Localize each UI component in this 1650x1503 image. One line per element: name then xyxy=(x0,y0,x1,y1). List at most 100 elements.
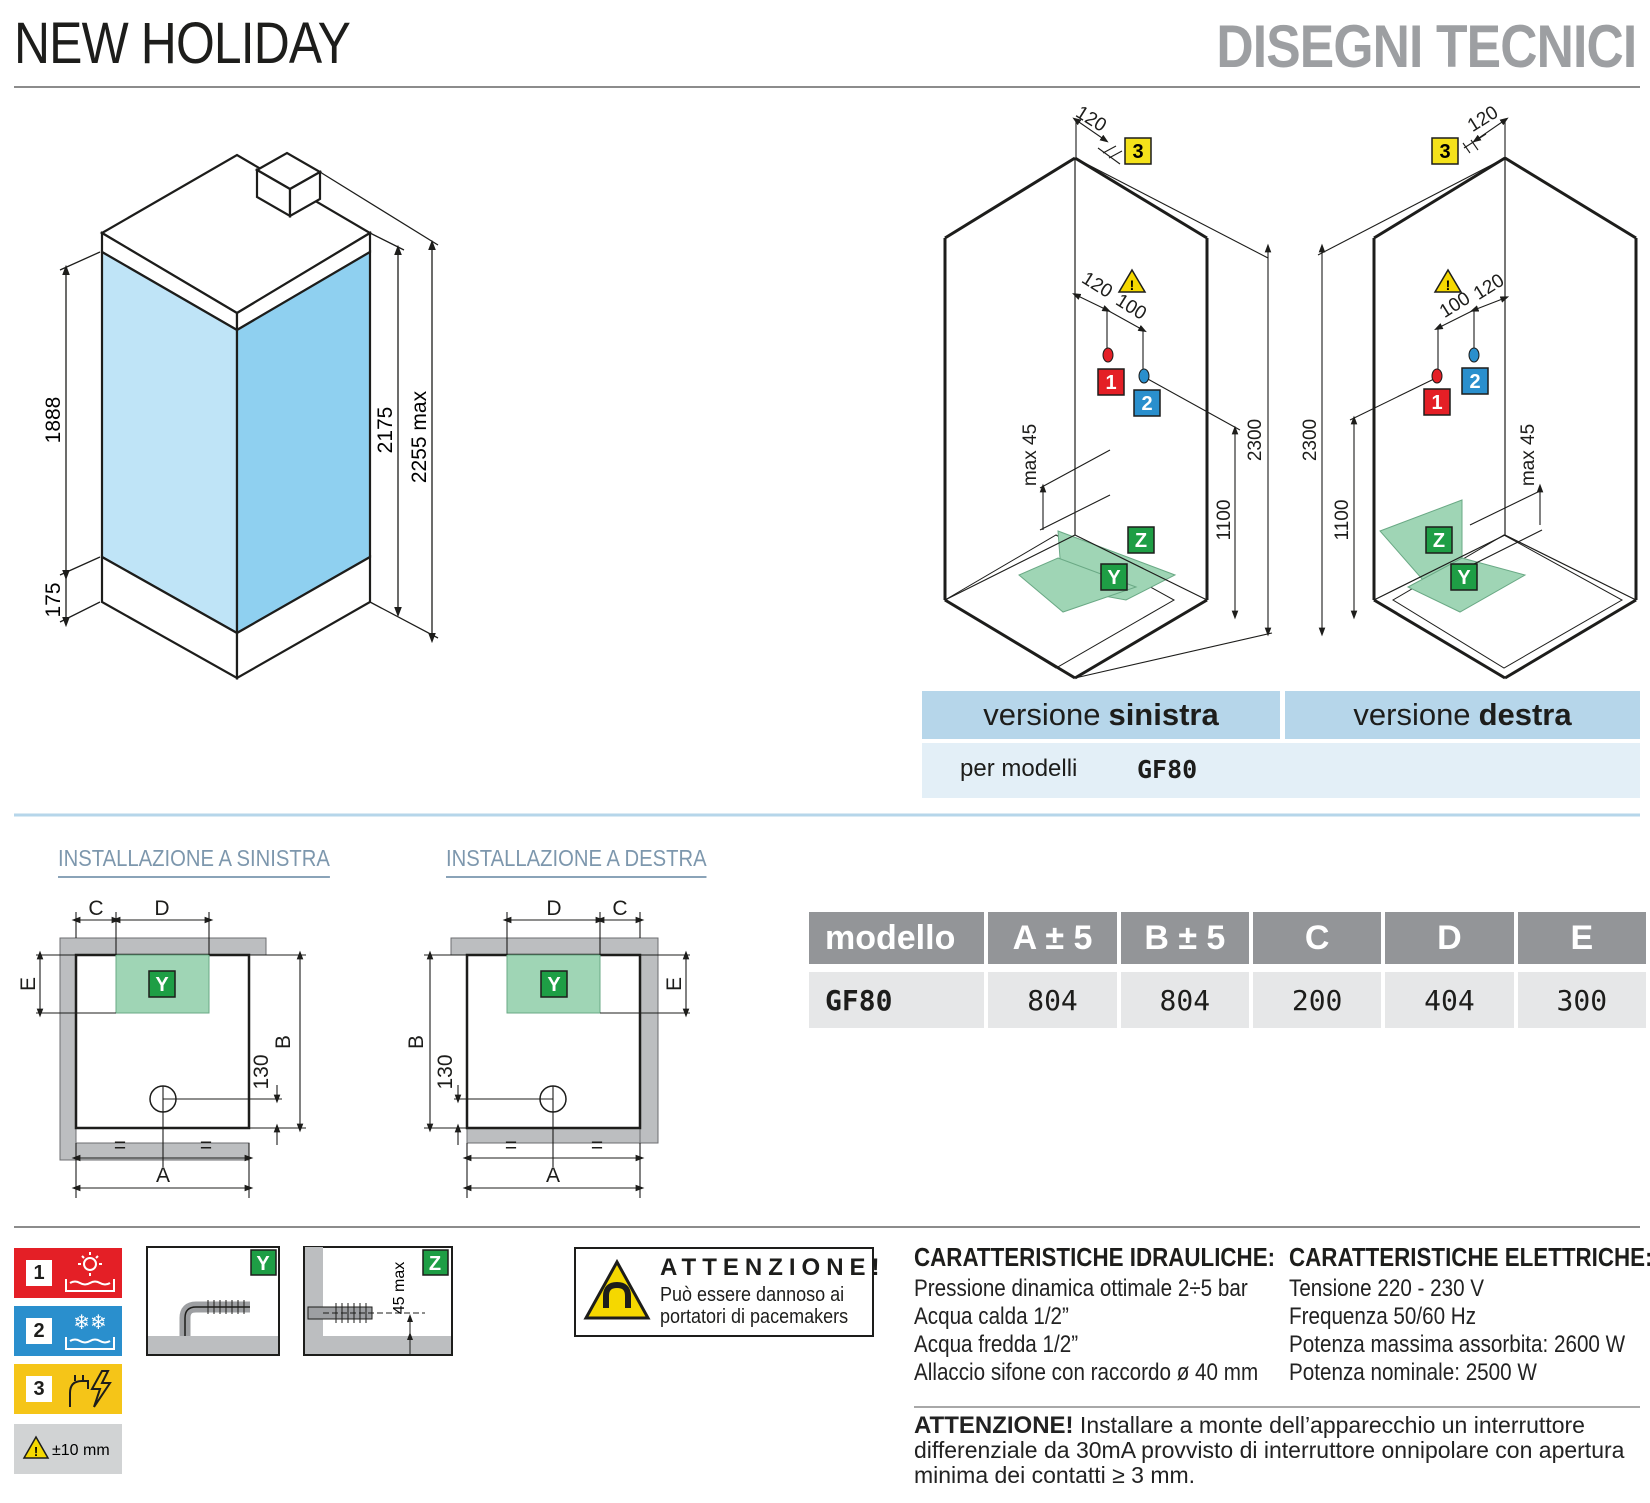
legend-hot-water: 1 xyxy=(14,1248,122,1298)
plan-right-c: C xyxy=(612,897,627,920)
legend-num-2: 2 xyxy=(26,1318,52,1344)
electrical-spec: CARATTERISTICHE ELETTRICHE: Tensione 220… xyxy=(1289,1242,1650,1387)
plan-left-d: D xyxy=(154,897,169,920)
marker-1-right: 1 xyxy=(1431,392,1442,414)
plan-right-a: A xyxy=(546,1164,560,1187)
note-bold: ATTENZIONE! xyxy=(914,1412,1074,1439)
electrical-line: Frequenza 50/60 Hz xyxy=(1289,1303,1477,1330)
cabin-dimension-lines xyxy=(59,171,439,644)
version-right-prefix: versione xyxy=(1353,697,1471,732)
header-divider xyxy=(14,86,1640,88)
plan-left-c: C xyxy=(88,897,103,920)
plan-right-title: INSTALLAZIONE A DESTRA xyxy=(446,845,707,878)
dim-2175: 2175 xyxy=(374,407,397,454)
dim-120-top-right: 120 xyxy=(1464,102,1502,137)
version-left-bold: sinistra xyxy=(1108,697,1219,732)
warning-triangle-icon: ! xyxy=(1117,268,1147,293)
dim-1888: 1888 xyxy=(42,397,65,444)
marker-z-right: Z xyxy=(1433,530,1445,552)
plan-left-130: 130 xyxy=(250,1054,273,1089)
electrical-line: Tensione 220 - 230 V xyxy=(1289,1275,1485,1302)
left-dimension-lines xyxy=(1039,117,1273,679)
hot-water-outlet-left xyxy=(1102,347,1114,363)
dim-max45-right: max 45 xyxy=(1518,424,1539,486)
dim-100-left: 100 xyxy=(1112,290,1150,325)
header-b: B ± 5 xyxy=(1120,912,1249,964)
legend-y-marker: Y xyxy=(256,1253,270,1275)
header-e: E xyxy=(1517,912,1646,964)
electrical-line: Potenza nominale: 2500 W xyxy=(1289,1359,1537,1386)
plan-left-a: A xyxy=(156,1164,170,1187)
wall-view-left xyxy=(943,156,1209,680)
plan-right-eq2: = xyxy=(591,1134,603,1157)
header-modello: modello xyxy=(809,912,985,964)
dim-1100-right: 1100 xyxy=(1332,500,1353,541)
note-text: Installare a monte dell’apparecchio un i… xyxy=(914,1412,1625,1488)
plan-left-title: INSTALLAZIONE A SINISTRA xyxy=(58,845,330,878)
z-dim-label: 45 max xyxy=(391,1262,408,1314)
hydraulic-line: Acqua calda 1/2” xyxy=(914,1303,1069,1330)
marker-y-right: Y xyxy=(1457,567,1471,589)
electrical-line: Potenza massima assorbita: 2600 W xyxy=(1289,1331,1626,1358)
table-row: GF80 804 804 200 404 300 xyxy=(809,972,1646,1028)
header-d: D xyxy=(1385,912,1514,964)
dim-175: 175 xyxy=(42,582,65,617)
plan-right-e: E xyxy=(663,977,686,991)
warning-body: Può essere dannoso ai portatori di pacem… xyxy=(660,1284,848,1328)
wall-view-right xyxy=(1372,156,1638,680)
magnet-warning-icon xyxy=(583,1258,651,1320)
models-label: per modelli xyxy=(960,755,1078,782)
plan-left-eq1: = xyxy=(114,1134,126,1157)
models-row: per modelli GF80 xyxy=(922,743,1640,798)
electrical-title: CARATTERISTICHE ELETTRICHE: xyxy=(1289,1242,1650,1272)
section-title: DISEGNI TECNICI xyxy=(1215,13,1637,80)
legend-cold-water: 2 ❄❄ xyxy=(14,1306,122,1356)
plan-left-y-marker: Y xyxy=(155,974,169,996)
warning-triangle-icon: ! xyxy=(22,1435,50,1459)
tolerance-text: ±10 mm xyxy=(52,1442,110,1459)
cabin-isometric-view xyxy=(99,151,373,680)
marker-z-left: Z xyxy=(1135,530,1147,552)
cell-c: 200 xyxy=(1252,972,1382,1028)
cell-d: 404 xyxy=(1385,972,1514,1028)
product-title: NEW HOLIDAY xyxy=(14,11,351,76)
svg-text:!: ! xyxy=(1130,277,1135,293)
header-c: C xyxy=(1252,912,1382,964)
hydraulic-line: Acqua fredda 1/2” xyxy=(914,1331,1079,1358)
plan-right-b: B xyxy=(405,1035,428,1049)
hydraulic-line: Pressione dinamica ottimale 2÷5 bar xyxy=(914,1275,1248,1302)
marker-3-right: 3 xyxy=(1439,141,1450,163)
svg-text:!: ! xyxy=(1446,277,1451,293)
spec-table: modello A ± 5 B ± 5 C D E GF80 804 804 2… xyxy=(805,912,1650,1028)
warning-line-2: portatori di pacemakers xyxy=(660,1306,849,1328)
header-a: A ± 5 xyxy=(988,912,1117,964)
svg-text:❄❄: ❄❄ xyxy=(73,1312,107,1334)
warning-line-1: Può essere dannoso ai xyxy=(660,1284,845,1306)
plan-right-130: 130 xyxy=(434,1054,457,1089)
hydraulic-spec: CARATTERISTICHE IDRAULICHE: Pressione di… xyxy=(914,1242,1276,1387)
dim-2300-left: 2300 xyxy=(1245,419,1266,461)
models-value: GF80 xyxy=(1137,755,1198,784)
hydraulic-title: CARATTERISTICHE IDRAULICHE: xyxy=(914,1242,1276,1272)
cell-e: 300 xyxy=(1517,972,1646,1028)
cell-b: 804 xyxy=(1120,972,1249,1028)
spec-table-header: modello A ± 5 B ± 5 C D E xyxy=(809,912,1646,964)
electric-plug-icon xyxy=(69,1370,112,1408)
svg-text:!: ! xyxy=(34,1444,38,1459)
pacemaker-warning-box xyxy=(574,1247,874,1337)
marker-y-left: Y xyxy=(1107,567,1121,589)
dim-2300-right: 2300 xyxy=(1300,419,1321,461)
plan-left-eq2: = xyxy=(200,1134,212,1157)
dim-1100-left: 1100 xyxy=(1214,500,1235,541)
cold-water-outlet-right xyxy=(1468,347,1480,363)
cold-water-icon: ❄❄ xyxy=(65,1312,115,1350)
cell-model: GF80 xyxy=(809,972,985,1028)
marker-3-left: 3 xyxy=(1132,141,1143,163)
legend-electric: 3 xyxy=(14,1364,122,1414)
installation-note: ATTENZIONE! Installare a monte dell’appa… xyxy=(914,1413,1640,1488)
plan-right-eq1: = xyxy=(505,1134,517,1157)
cell-a: 804 xyxy=(988,972,1117,1028)
